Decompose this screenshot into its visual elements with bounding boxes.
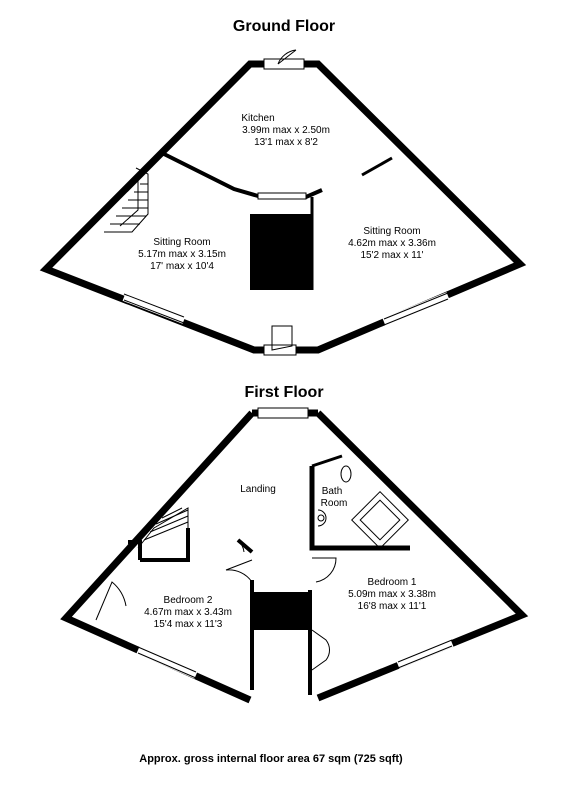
bathroom-wall	[309, 466, 410, 551]
first-window-left	[136, 646, 198, 679]
kitchen-imperial: 13'1 max x 8'2	[254, 137, 318, 148]
ground-internal-wall-right	[361, 156, 393, 177]
first-floor-title: First Floor	[244, 384, 323, 401]
first-solid-block	[252, 592, 310, 630]
ground-outer-wall-right	[296, 60, 527, 354]
kitchen-name: Kitchen	[241, 113, 274, 124]
bedroom2-name: Bedroom 2	[164, 595, 213, 606]
kitchen-metric: 3.99m max x 2.50m	[242, 125, 330, 136]
sitting-room-left-name: Sitting Room	[153, 237, 210, 248]
first-outer-wall-right	[315, 410, 529, 702]
first-top-window	[257, 407, 309, 419]
bath-tub	[351, 491, 409, 549]
bedroom1-door	[312, 557, 337, 583]
sitting-room-left-metric: 5.17m max x 3.15m	[138, 249, 226, 260]
floor-area-note: Approx. gross internal floor area 67 sqm…	[139, 753, 403, 765]
ground-window-right	[382, 292, 450, 326]
bedroom2-imperial: 15'4 max x 11'3	[154, 619, 223, 630]
bedroom1-imperial: 16'8 max x 11'1	[358, 601, 427, 612]
sitting-room-right-name: Sitting Room	[363, 226, 420, 237]
bedroom2-door-arc	[237, 539, 245, 553]
ground-window-left	[122, 293, 186, 324]
sitting-room-right-imperial: 15'2 max x 11'	[360, 250, 423, 261]
ground-solid-block	[250, 214, 312, 290]
basin	[317, 509, 327, 527]
first-window-right	[396, 639, 454, 669]
bedroom2-cupboard-door	[95, 581, 127, 621]
landing-name: Landing	[240, 484, 276, 495]
landing-door	[225, 559, 253, 583]
bedroom2-wall-b	[140, 528, 190, 562]
ground-bottom-doorway	[263, 344, 297, 356]
wardrobe-doors	[311, 629, 330, 671]
bathroom-top-wall	[311, 454, 343, 468]
ground-top-doorway	[263, 58, 305, 70]
bathroom-name-line1: Bath	[322, 486, 343, 497]
ground-floor-plan: Kitchen 3.99m max x 2.50m 13'1 max x 8'2…	[39, 49, 527, 356]
bedroom2-wall-a	[128, 540, 142, 560]
first-floor-plan: Landing Bath Room Bedroom 1 5.09m max x …	[60, 407, 529, 704]
bedroom1-metric: 5.09m max x 3.38m	[348, 589, 436, 600]
sitting-room-left-imperial: 17' max x 10'4	[150, 261, 214, 272]
first-stairs	[137, 507, 189, 549]
ground-internal-window	[257, 192, 307, 200]
ground-stairs	[104, 167, 149, 233]
sitting-room-right-metric: 4.62m max x 3.36m	[348, 238, 436, 249]
bedroom1-name: Bedroom 1	[368, 577, 417, 588]
ground-internal-wall-left	[163, 152, 259, 198]
ground-top-door	[277, 49, 297, 65]
ground-bottom-door	[271, 325, 293, 351]
bathroom-name-line2: Room	[321, 498, 348, 509]
toilet	[340, 465, 352, 483]
ground-floor-title: Ground Floor	[233, 18, 335, 35]
bedroom2-metric: 4.67m max x 3.43m	[144, 607, 232, 618]
ground-outer-wall-left	[39, 60, 264, 354]
